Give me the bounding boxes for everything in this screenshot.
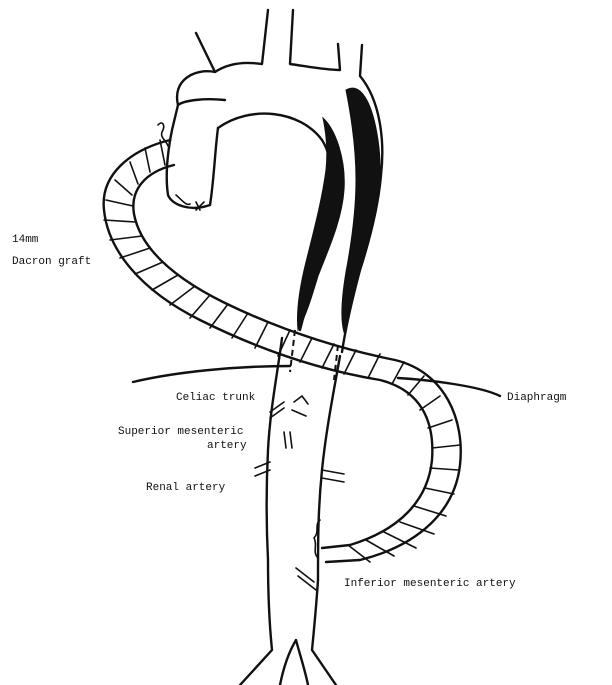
graft-size-label: 14mm <box>12 234 39 246</box>
superior-mesenteric-label-line1: Superior mesenteric <box>118 426 243 438</box>
superior-mesenteric-label-line2: artery <box>207 440 247 452</box>
diaphragm-label: Diaphragm <box>507 392 567 404</box>
graft-type-label: Dacron graft <box>12 256 91 268</box>
abdominal-aorta <box>240 330 340 685</box>
labels: 14mm Dacron graft Celiac trunk Diaphragm… <box>12 234 567 590</box>
inferior-mesenteric-label: Inferior mesenteric artery <box>344 578 516 590</box>
dissection-lumen <box>297 88 380 332</box>
celiac-trunk-label: Celiac trunk <box>176 392 256 404</box>
renal-artery-label: Renal artery <box>146 482 226 494</box>
